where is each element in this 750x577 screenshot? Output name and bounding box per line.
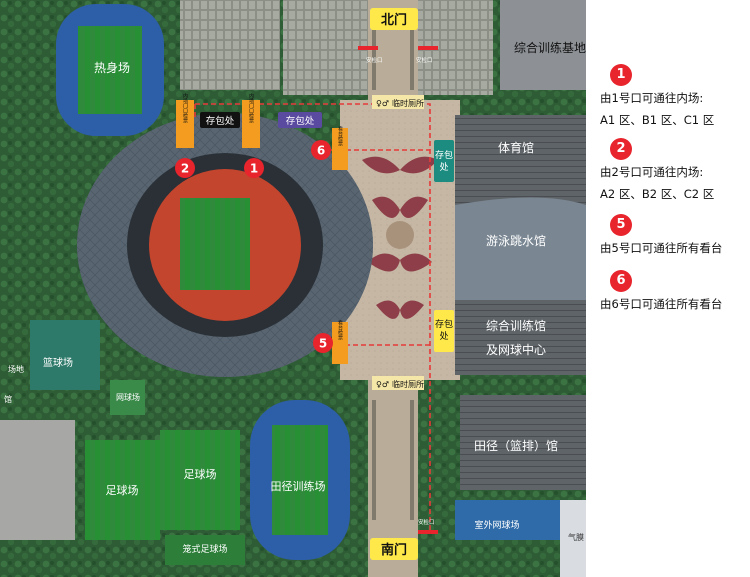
entrance-6-label: 看台检票 — [337, 125, 343, 146]
parking-lot-north-mid — [180, 0, 280, 90]
checkpoint-label-nw: 安检口 — [366, 56, 383, 64]
bag-storage-teal[interactable]: 存包处 — [434, 140, 454, 182]
outdoor-tennis-courts — [455, 500, 561, 540]
label-football-2: 足球场 — [184, 467, 217, 481]
label-tennis: 网球场 — [116, 392, 140, 402]
legend-text-6: 由6号口可通往所有看台 — [600, 297, 723, 311]
aquatics-roof — [455, 197, 586, 305]
athletics-hall-roof — [460, 395, 586, 490]
legend-badge-1: 1 — [610, 64, 632, 86]
air-dome — [560, 500, 586, 577]
training-track-pitch — [272, 425, 328, 535]
legend-text-5: 由5号口可通往所有看台 — [600, 241, 723, 255]
label-basketball: 篮球场 — [43, 356, 73, 369]
label-training-hall-1: 综合训练馆 — [486, 318, 546, 333]
bag-storage-label: 存包处 — [206, 115, 235, 127]
marker-1-number: 1 — [250, 162, 258, 176]
toilet-north[interactable]: ♀♂ 临时厕所 — [372, 95, 424, 109]
marker-5[interactable]: 5 — [313, 333, 333, 353]
entrance-2-label: 内场门口检票 — [182, 92, 188, 123]
marker-2[interactable]: 2 — [175, 158, 195, 178]
legend-text-1a: 由1号口可通往内场: — [600, 91, 704, 105]
cage-football-field — [165, 535, 245, 565]
label-left-edge-1: 场地 — [8, 364, 24, 374]
label-outdoor-tennis: 室外网球场 — [474, 519, 519, 531]
checkpoint-label-s: 安检口 — [418, 518, 435, 526]
marker-2-number: 2 — [181, 162, 189, 176]
toilet-north-label: 临时厕所 — [392, 98, 424, 108]
toilet-icon: ♀♂ — [376, 99, 389, 108]
legend-text-2b: A2 区、B2 区、C2 区 — [600, 187, 715, 201]
checkpoint-label-ne: 安检口 — [416, 56, 433, 64]
venue-map[interactable]: 安检口 安检口 安检口 北门 南门 ♀♂ 临时厕所 ♀♂ 临时厕所 存包处 存包… — [0, 0, 586, 577]
warmup-pitch — [78, 26, 142, 114]
basketball-courts — [30, 320, 100, 390]
toilet-icon: ♀♂ — [376, 380, 389, 389]
football-field-1 — [85, 440, 160, 540]
bag-storage-label: 存包处 — [435, 318, 453, 342]
legend-text-2a: 由2号口可通往内场: — [600, 165, 704, 179]
gym-roof — [455, 115, 586, 205]
label-cage-football: 笼式足球场 — [182, 543, 227, 555]
legend-item-1: 1 由1号口可通往内场: A1 区、B1 区、C1 区 — [600, 64, 748, 130]
parking-lot-north-west — [283, 0, 368, 95]
marker-6-number: 6 — [317, 144, 325, 158]
legend-item-5: 5 由5号口可通往所有看台 — [600, 214, 748, 258]
bag-storage-yellow[interactable]: 存包处 — [434, 310, 454, 352]
training-hall-roof — [455, 300, 586, 375]
label-training-hall-2: 及网球中心 — [486, 342, 546, 357]
entrance-5-panel[interactable]: 看台检票 — [332, 319, 348, 364]
training-base-block — [500, 0, 586, 90]
plaza-center-circle — [386, 221, 414, 249]
label-football-1: 足球场 — [106, 483, 139, 497]
label-aquatics: 游泳跳水馆 — [486, 233, 546, 248]
gate-north[interactable]: 北门 — [370, 8, 418, 30]
legend-item-2: 2 由2号口可通往内场: A2 区、B2 区、C2 区 — [600, 138, 748, 204]
toilet-south[interactable]: ♀♂ 临时厕所 — [372, 376, 424, 390]
entrance-2-panel[interactable]: 内场门口检票 — [176, 92, 194, 148]
entrance-1-label: 内场门口检票 — [248, 92, 254, 123]
label-track-training: 田径训练场 — [271, 479, 326, 493]
legend-badge-5: 5 — [610, 214, 632, 236]
entrance-1-panel[interactable]: 内场门口检票 — [242, 92, 260, 148]
entrance-6-panel[interactable]: 看台检票 — [332, 125, 348, 170]
main-stadium-pitch — [180, 198, 250, 290]
label-athletics-hall: 田径（篮排）馆 — [474, 438, 558, 453]
bag-storage-label: 存包处 — [286, 115, 315, 127]
plaza-petal-pattern — [362, 156, 438, 319]
bag-storage-black[interactable]: 存包处 — [200, 112, 240, 128]
legend-item-6: 6 由6号口可通往所有看台 — [600, 270, 748, 314]
marker-5-number: 5 — [319, 337, 327, 351]
bag-storage-label: 存包处 — [435, 149, 453, 173]
marker-1[interactable]: 1 — [244, 158, 264, 178]
football-field-2 — [160, 430, 240, 530]
bag-storage-purple[interactable]: 存包处 — [278, 112, 322, 128]
avenue-tree-rows — [372, 30, 414, 520]
label-training-base: 综合训练基地 — [514, 40, 586, 55]
toilet-south-label: 临时厕所 — [392, 379, 424, 389]
label-left-edge-2: 馆 — [4, 394, 12, 404]
gate-south[interactable]: 南门 — [370, 538, 418, 560]
left-hall-roof — [0, 420, 75, 540]
legend-text-1b: A1 区、B1 区、C1 区 — [600, 113, 715, 127]
entrance-5-label: 看台检票 — [337, 319, 343, 340]
legend-badge-6: 6 — [610, 270, 632, 292]
label-air-dome: 气膜 — [568, 532, 584, 542]
legend-badge-2: 2 — [610, 138, 632, 160]
label-gym: 体育馆 — [498, 140, 534, 155]
marker-6[interactable]: 6 — [311, 140, 331, 160]
gate-north-label: 北门 — [381, 12, 407, 28]
checkpoint-barriers — [358, 46, 438, 534]
gate-south-label: 南门 — [381, 542, 407, 558]
label-warmup-field: 热身场 — [94, 60, 130, 75]
tennis-courts — [110, 380, 145, 415]
